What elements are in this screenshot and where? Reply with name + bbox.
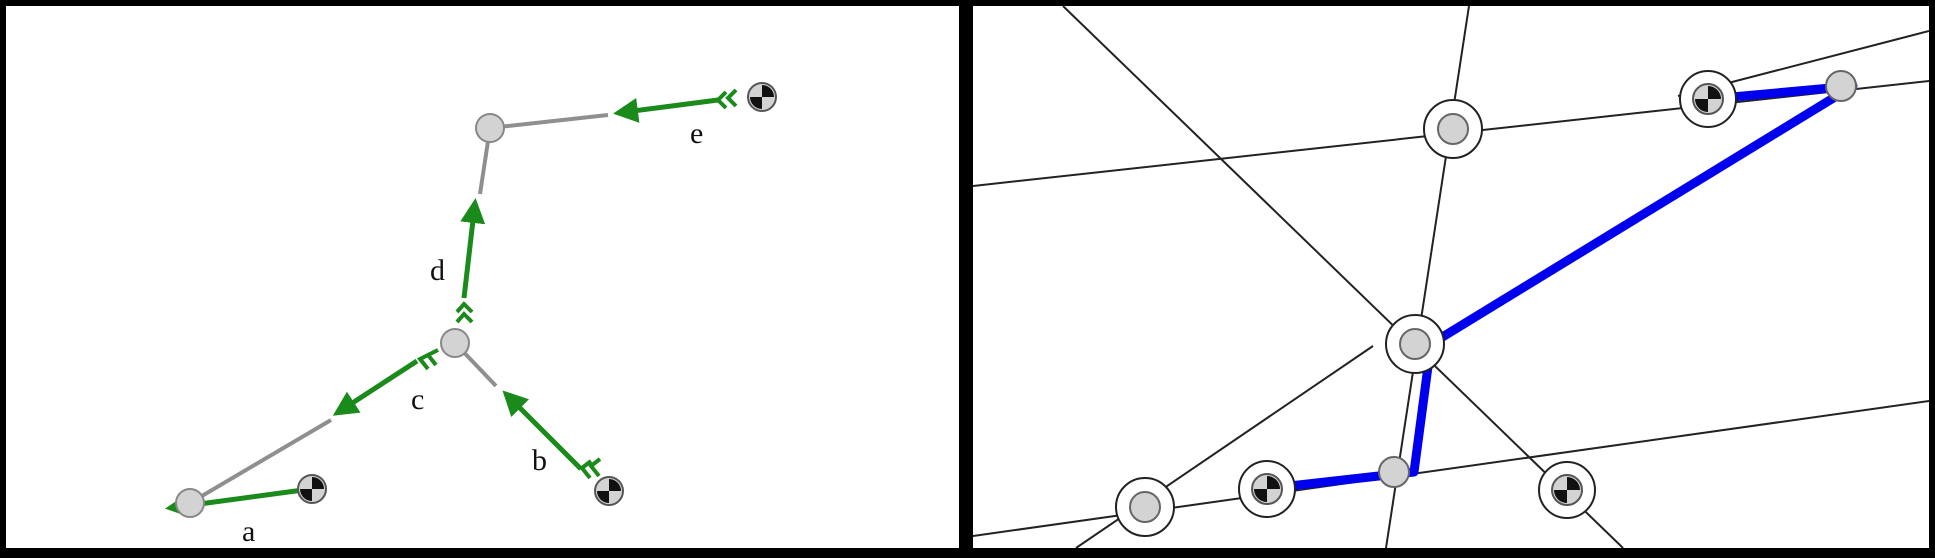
- label-e: e: [690, 117, 703, 150]
- blue-path: [1280, 81, 1858, 492]
- checkered-target-icon: [1538, 461, 1596, 519]
- double-chevron-icon: [579, 457, 602, 480]
- right-diagram: [973, 6, 1929, 548]
- label-b: b: [532, 444, 547, 477]
- arrow-e: [613, 97, 719, 123]
- arrow-b: [502, 390, 583, 471]
- edge-e: [489, 113, 609, 130]
- double-chevron-icon: [416, 348, 439, 371]
- label-a: a: [242, 515, 255, 548]
- checkered-target-icon: [594, 476, 624, 506]
- left-diagram: a b c d e: [165, 82, 777, 548]
- ring-node-icon: [1423, 99, 1483, 159]
- grid-line: [1062, 6, 1624, 548]
- arrow-c: [332, 358, 419, 416]
- label-c: c: [411, 383, 424, 416]
- double-chevron-icon: [455, 301, 474, 324]
- checkered-target-icon: [1238, 460, 1296, 518]
- left-panel: a b c d e: [6, 6, 959, 548]
- double-chevron-icon: [715, 88, 738, 110]
- ring-node-icon: [1385, 314, 1445, 374]
- node-bottom-left: [175, 488, 205, 518]
- arrow-d: [460, 198, 486, 299]
- node-center: [440, 328, 470, 358]
- checkered-target-icon: [747, 82, 777, 112]
- label-d: d: [430, 254, 445, 287]
- ring-node-icon: [1115, 477, 1175, 537]
- right-panel: [973, 6, 1929, 548]
- node-top: [475, 113, 505, 143]
- checkered-target-icon: [1679, 70, 1737, 128]
- checkered-target-icon: [297, 474, 327, 504]
- edge-c: [188, 418, 333, 505]
- node-lower-mid: [1378, 456, 1410, 488]
- node-upper-right: [1825, 70, 1857, 102]
